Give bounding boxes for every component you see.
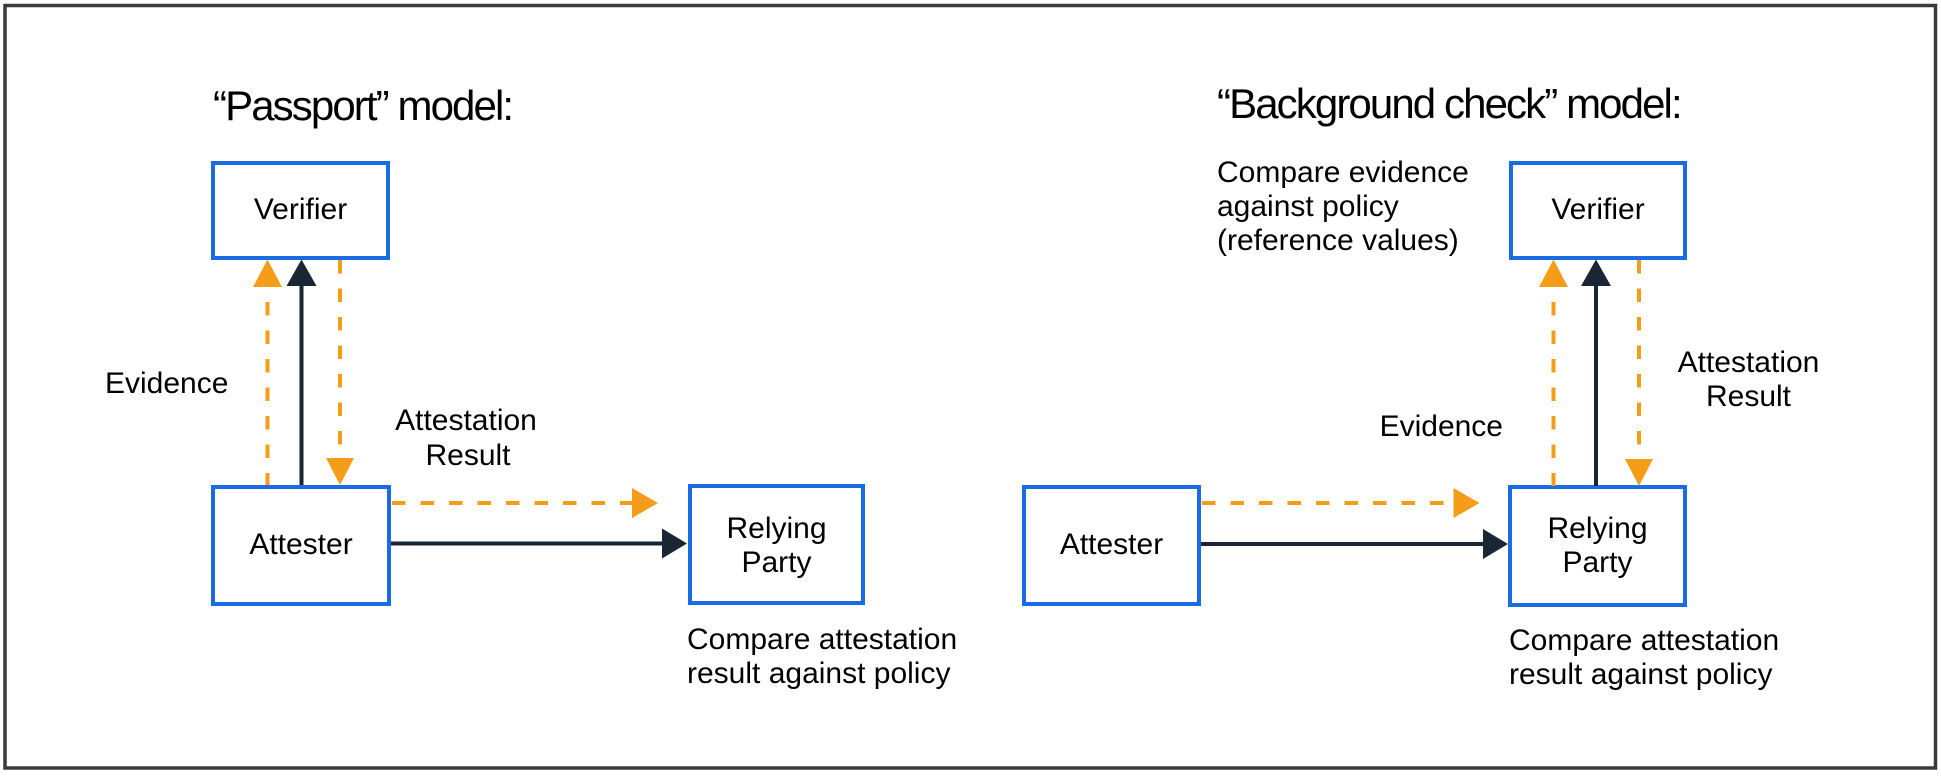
svg-text:Verifier: Verifier — [1551, 193, 1644, 226]
svg-text:Compare attestation: Compare attestation — [1509, 624, 1779, 657]
svg-text:“Passport” model:: “Passport” model: — [213, 82, 512, 129]
svg-text:Party: Party — [741, 546, 811, 579]
svg-text:Result: Result — [425, 439, 511, 472]
svg-text:Compare evidence: Compare evidence — [1217, 156, 1469, 189]
svg-text:Result: Result — [1706, 380, 1792, 413]
svg-text:Relying: Relying — [1547, 512, 1647, 545]
svg-text:result against policy: result against policy — [1509, 658, 1772, 691]
svg-text:against policy: against policy — [1217, 190, 1399, 223]
svg-text:Attestation: Attestation — [1678, 346, 1820, 379]
svg-text:Attester: Attester — [1060, 528, 1163, 561]
svg-text:“Background check” model:: “Background check” model: — [1217, 80, 1681, 127]
svg-text:(reference values): (reference values) — [1217, 224, 1459, 257]
svg-text:result against policy: result against policy — [687, 657, 950, 690]
svg-text:Attestation: Attestation — [395, 404, 537, 437]
svg-text:Verifier: Verifier — [254, 193, 347, 226]
svg-text:Relying: Relying — [726, 512, 826, 545]
svg-text:Evidence: Evidence — [1380, 410, 1503, 443]
svg-text:Attester: Attester — [249, 528, 352, 561]
svg-text:Party: Party — [1562, 546, 1632, 579]
svg-text:Compare attestation: Compare attestation — [687, 623, 957, 656]
svg-text:Evidence: Evidence — [105, 367, 228, 400]
